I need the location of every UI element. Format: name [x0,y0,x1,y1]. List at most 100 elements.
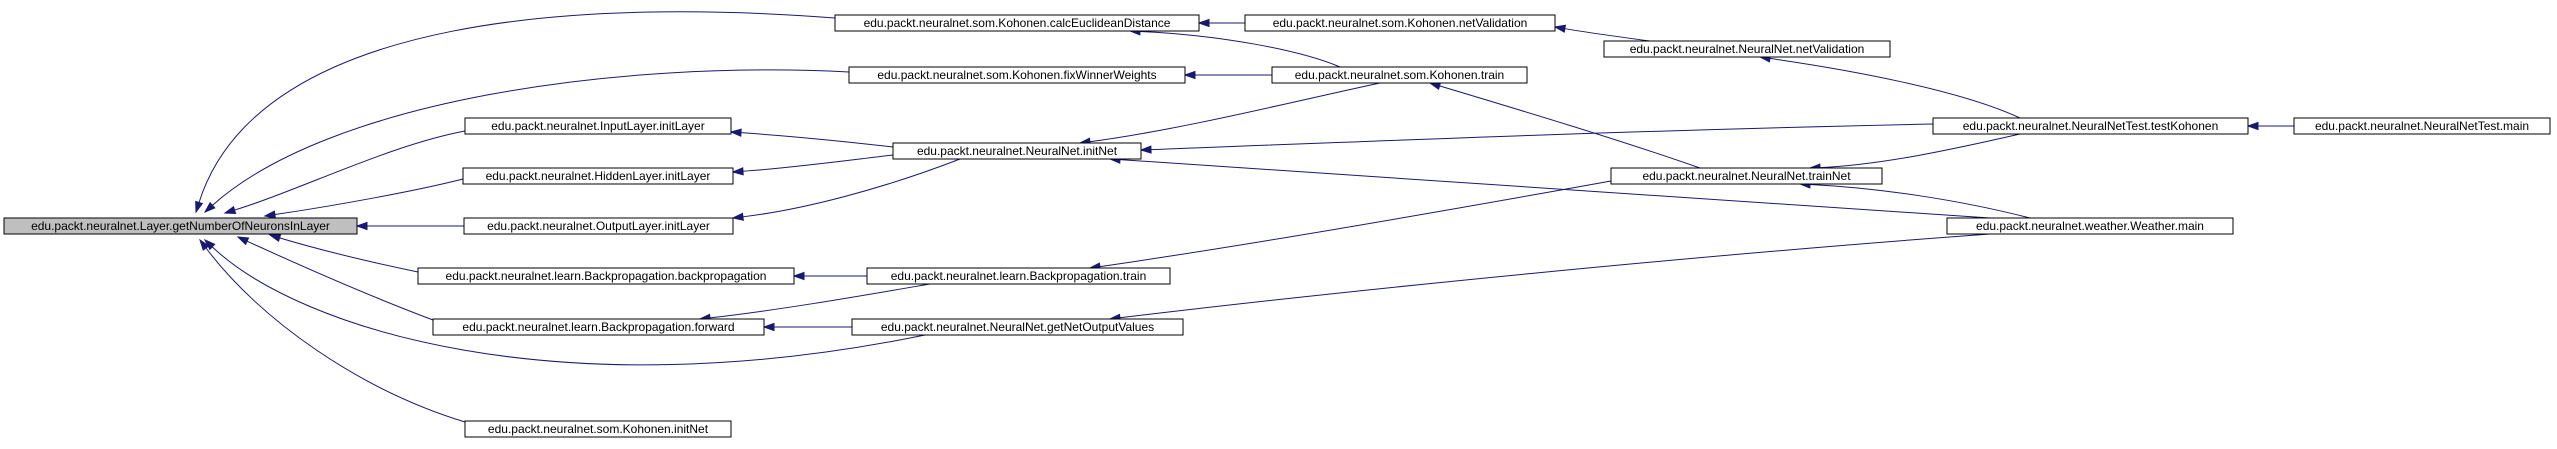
node-label: edu.packt.neuralnet.NeuralNet.trainNet [1642,169,1851,183]
edge-kohNetVal-to-calcEuclid [1197,18,1245,28]
edge-bpTrain-to-bpForward [698,283,931,323]
edge-weatherMain-to-nnInitNet [1108,155,1991,219]
edge-somInitNet-to-root [199,238,466,423]
node-label: edu.packt.neuralnet.NeuralNet.netValidat… [1630,42,1865,56]
node-box [866,267,1171,285]
edge-testKoh-to-nnTrainNet [1808,133,2021,172]
arrowhead-icon [195,200,204,214]
nodes-layer: edu.packt.neuralnet.Layer.getNumberOfNeu… [3,14,2551,438]
node-label: edu.packt.neuralnet.NeuralNetTest.main [2315,119,2529,133]
edge-line [212,69,850,206]
node-label: edu.packt.neuralnet.learn.Backpropagatio… [891,269,1147,283]
arrowhead-icon [729,128,742,137]
arrowhead-icon [2246,121,2259,131]
arrowhead-icon [1553,24,1567,33]
edge-line [1769,57,2021,119]
node-testKoh[interactable]: edu.packt.neuralnet.NeuralNetTest.testKo… [1932,117,2249,135]
edge-inputInit-to-root [223,130,466,214]
edge-line [198,11,836,203]
node-somInitNet[interactable]: edu.packt.neuralnet.som.Kohonen.initNet [464,420,732,438]
node-label: edu.packt.neuralnet.learn.Backpropagatio… [462,320,734,334]
arrowhead-icon [1183,70,1196,80]
edge-weatherMain-to-nnTrainNet [1798,180,2031,219]
edge-line [742,154,894,172]
edge-nnGetOut-to-root [203,238,926,366]
edge-bpForward-to-root [236,236,434,321]
node-nnTrainNet[interactable]: edu.packt.neuralnet.NeuralNet.trainNet [1610,167,1883,185]
arrowhead-icon [223,205,237,214]
edge-line [742,158,961,218]
edge-nnInitNet-to-outputInit [731,158,961,221]
arrowhead-icon [731,167,744,176]
node-box [892,142,1142,160]
node-bpTrain[interactable]: edu.packt.neuralnet.learn.Backpropagatio… [866,267,1171,285]
node-label: edu.packt.neuralnet.OutputLayer.initLaye… [487,219,710,233]
node-calcEuclid[interactable]: edu.packt.neuralnet.som.Kohonen.calcEucl… [834,14,1200,32]
edge-line [1150,123,1934,151]
node-label: edu.packt.neuralnet.Layer.getNumberOfNeu… [31,219,330,233]
node-nnInitNet[interactable]: edu.packt.neuralnet.NeuralNet.initNet [892,142,1142,160]
arrowhead-icon [203,238,216,251]
edges-layer [195,11,2294,423]
node-kohTrain[interactable]: edu.packt.neuralnet.som.Kohonen.train [1271,66,1528,84]
node-label: edu.packt.neuralnet.NeuralNetTest.testKo… [1963,119,2219,133]
edge-kohTrain-to-nnInitNet [1078,82,1381,146]
arrowhead-icon [355,221,368,231]
arrowhead-icon [1139,145,1152,154]
node-box [432,318,765,336]
arrowhead-icon [268,233,282,243]
node-label: edu.packt.neuralnet.NeuralNet.initNet [917,144,1118,158]
node-label: edu.packt.neuralnet.som.Kohonen.initNet [488,422,709,436]
edge-outputInit-to-root [355,221,464,231]
edge-nnTrainNet-to-kohTrain [1428,81,1701,169]
edge-fixWinner-to-root [203,69,850,214]
edge-line [279,237,419,273]
node-box [2293,117,2551,135]
node-inputInit[interactable]: edu.packt.neuralnet.InputLayer.initLayer [464,117,732,135]
node-hiddenInit[interactable]: edu.packt.neuralnet.HiddenLayer.initLaye… [462,167,734,185]
node-testMain[interactable]: edu.packt.neuralnet.NeuralNetTest.main [2293,117,2551,135]
edge-kohTrain-to-fixWinner [1183,70,1272,80]
edge-bpBackprop-to-root [268,233,419,273]
edge-line [234,130,466,211]
node-box [464,117,732,135]
edge-line [1089,82,1381,143]
edge-line [205,247,466,423]
node-kohNetVal[interactable]: edu.packt.neuralnet.som.Kohonen.netValid… [1244,14,1556,32]
edge-line [1439,85,1701,169]
arrowhead-icon [203,201,216,214]
node-bpForward[interactable]: edu.packt.neuralnet.learn.Backpropagatio… [432,318,765,336]
edge-line [1564,28,1651,42]
edge-line [1119,233,1991,319]
node-label: edu.packt.neuralnet.NeuralNet.getNetOutp… [881,320,1154,334]
node-fixWinner[interactable]: edu.packt.neuralnet.som.Kohonen.fixWinne… [848,66,1186,84]
edge-nnInitNet-to-inputInit [729,128,894,148]
edge-bpTrain-to-bpBackprop [792,271,867,281]
node-box [1932,117,2249,135]
edge-testMain-to-testKoh [2246,121,2294,131]
node-box [463,217,734,235]
edge-line [740,132,894,148]
edge-weatherMain-to-nnGetOut [1108,233,1991,322]
edge-line [274,178,464,216]
node-weatherMain[interactable]: edu.packt.neuralnet.weather.Weather.main [1946,217,2234,235]
node-label: edu.packt.neuralnet.som.Kohonen.netValid… [1273,16,1528,30]
node-nnNetVal[interactable]: edu.packt.neuralnet.NeuralNet.netValidat… [1603,40,1891,58]
edge-nnNetVal-to-kohNetVal [1553,24,1651,42]
edge-testKoh-to-nnInitNet [1139,123,1934,154]
arrowhead-icon [1428,81,1442,91]
node-nnGetOut[interactable]: edu.packt.neuralnet.NeuralNet.getNetOutp… [851,318,1184,336]
edge-calcEuclid-to-root [195,11,836,214]
arrowhead-icon [199,238,210,251]
node-bpBackprop[interactable]: edu.packt.neuralnet.learn.Backpropagatio… [417,267,795,285]
node-box [417,267,795,285]
edge-testKoh-to-nnNetVal [1758,54,2021,119]
node-label: edu.packt.neuralnet.som.Kohonen.train [1295,68,1504,82]
node-label: edu.packt.neuralnet.weather.Weather.main [1976,219,2204,233]
node-root[interactable]: edu.packt.neuralnet.Layer.getNumberOfNeu… [3,217,358,235]
arrowhead-icon [236,236,250,246]
edge-hiddenInit-to-root [263,178,464,219]
edge-line [1139,30,1341,68]
node-outputInit[interactable]: edu.packt.neuralnet.OutputLayer.initLaye… [463,217,734,235]
